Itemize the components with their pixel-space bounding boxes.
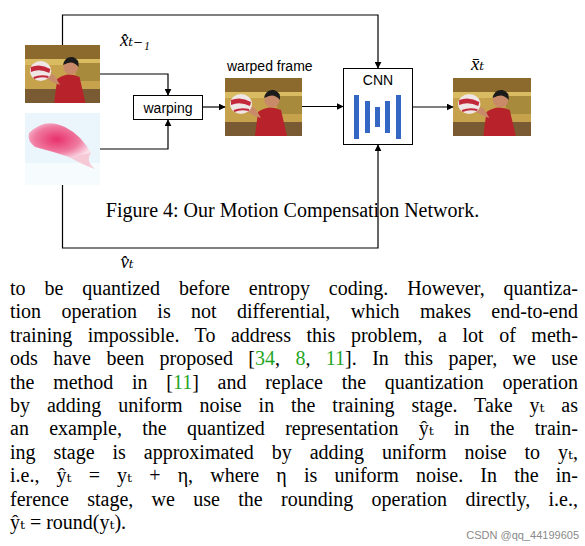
arrow-connector — [63, 145, 379, 248]
body-text: to be quantized before entropy coding. H… — [10, 277, 578, 299]
text-line: tion operation is not differential, whic… — [10, 300, 578, 323]
body-text: , — [305, 347, 325, 369]
cnn-box: CNN — [343, 68, 413, 145]
body-text: an example, the quantized representation… — [10, 417, 578, 439]
text-line: the method in [11] and replace the quant… — [10, 371, 578, 394]
warped-frame: warped frame — [225, 78, 302, 136]
edge-label: v̂ₜ — [121, 250, 134, 273]
citation-number: 11 — [326, 347, 345, 369]
optical-flow-image — [25, 113, 100, 185]
body-text: the method in [ — [10, 371, 173, 393]
body-text: ference stage, we use the rounding opera… — [10, 488, 578, 510]
text-line: an example, the quantized representation… — [10, 417, 578, 440]
text-line: ods have been proposed [34, 8, 11]. In t… — [10, 347, 578, 370]
cnn-layers-icon — [343, 91, 413, 143]
frame-label: x̂ₜ₋₁ — [120, 28, 150, 51]
text-line: training impossible. To address this pro… — [10, 324, 578, 347]
body-text: by adding uniform noise in the training … — [10, 394, 578, 416]
output-frame: x̄ₜ — [453, 78, 531, 136]
arrow-connector — [100, 120, 168, 149]
citation-number: 8 — [295, 347, 305, 369]
video-frame-image — [225, 78, 302, 136]
watermark: CSDN @qq_44199605 — [466, 529, 579, 541]
citation-number: 34 — [255, 347, 275, 369]
arrow-connector — [302, 106, 343, 107]
arrow-connector — [100, 74, 168, 95]
text-line: ing stage is approximated by adding unif… — [10, 441, 578, 464]
process-label: CNN — [344, 72, 412, 88]
process-label: warping — [134, 100, 202, 116]
body-text: ods have been proposed [ — [10, 347, 255, 369]
body-text: , — [275, 347, 295, 369]
figure-caption: Figure 4: Our Motion Compensation Networ… — [0, 199, 585, 222]
input-frame: x̂ₜ₋₁ — [25, 45, 100, 103]
body-text: tion operation is not differential, whic… — [10, 300, 578, 322]
citation-number: 11 — [173, 371, 192, 393]
arrow-connector — [413, 106, 453, 107]
body-text: ]. In this paper, we use — [345, 347, 578, 369]
body-text: i.e., ŷₜ = yₜ + η, where η is uniform no… — [10, 464, 578, 486]
body-text: ] and replace the quantization operation — [192, 371, 578, 393]
arrow-connector — [203, 106, 225, 107]
process-box: warping — [133, 95, 203, 120]
video-frame-image — [453, 78, 531, 136]
frame-label: warped frame — [227, 58, 313, 74]
body-text: ing stage is approximated by adding unif… — [10, 441, 578, 463]
frame-label: x̄ₜ — [471, 52, 484, 75]
text-line: ference stage, we use the rounding opera… — [10, 488, 578, 511]
body-text: training impossible. To address this pro… — [10, 324, 578, 346]
body-text: ŷₜ = round(yₜ). — [10, 511, 126, 533]
arrow-connector — [63, 15, 379, 68]
motion-field — [25, 113, 100, 185]
text-line: i.e., ŷₜ = yₜ + η, where η is uniform no… — [10, 464, 578, 487]
video-frame-image — [25, 45, 100, 103]
watermark-box: CSDN @qq_44199605 — [466, 529, 579, 541]
text-line: to be quantized before entropy coding. H… — [10, 277, 578, 300]
text-line: by adding uniform noise in the training … — [10, 394, 578, 417]
